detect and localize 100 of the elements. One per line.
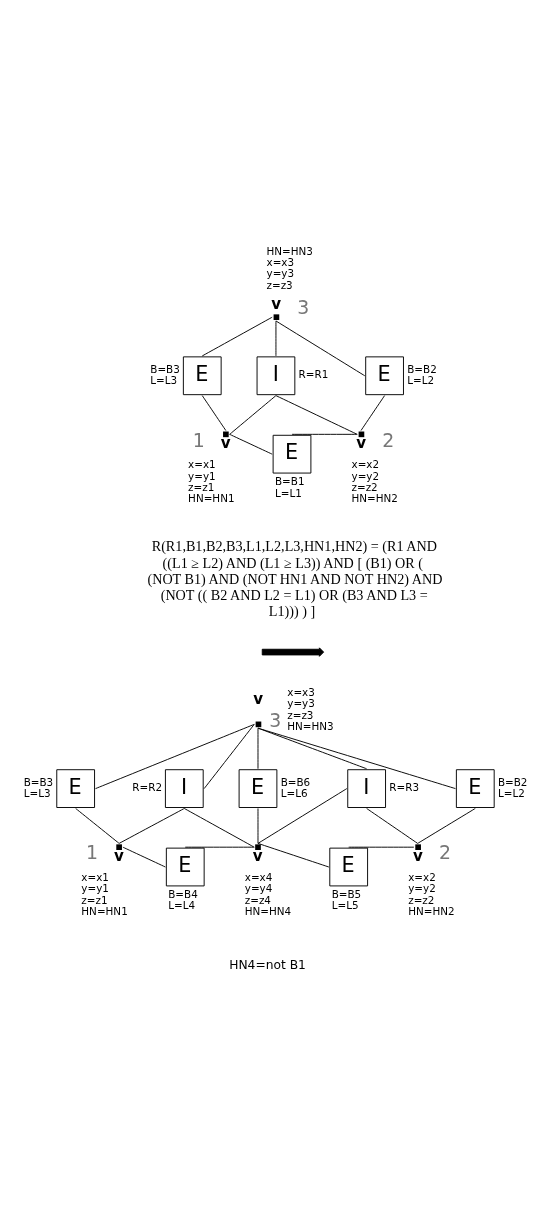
node-label: y=y3: [266, 267, 295, 280]
connector: [184, 846, 255, 848]
node-label: HN=HN1: [81, 905, 128, 918]
node-box: E: [165, 847, 205, 887]
node-label: z=z1: [81, 893, 108, 906]
node-label: 1: [192, 428, 205, 451]
node-box: [116, 844, 122, 850]
connector: [257, 808, 259, 844]
node-box: [223, 431, 229, 438]
label: R(R1,B1,B2,B3,L1,L2,L3,HN1,HN2) = (R1 AND ((L1 ≥ L2) AND (L1 ≥ L3)) AND [ (B1) OR ( (NOT B1) AND (NOT HN1 AND NOT HN2) AND (NOT (( B2 AND L2 = L1) OR (B3 AND L3 = L1))) ) ]: [147, 538, 443, 619]
node-label: L=L6: [280, 786, 308, 799]
node-label: L=L2: [407, 374, 435, 387]
node-label: L=L1: [275, 486, 302, 499]
node-label: x=x3: [287, 685, 315, 698]
node-box: [415, 844, 421, 850]
node-label: B=B4: [168, 888, 198, 901]
node-label: 3: [297, 296, 310, 319]
node-label: z=z2: [408, 893, 435, 906]
node-label: B=B2: [407, 362, 437, 375]
node-label: y=y3: [287, 697, 315, 710]
node-label: x=x4: [244, 871, 273, 883]
node-label: z=z2: [351, 480, 378, 493]
connector: [203, 723, 255, 790]
node-label: y=y2: [351, 469, 380, 482]
node-box: E: [238, 769, 278, 808]
node-label: y=y4: [244, 882, 273, 895]
connector: [257, 727, 368, 770]
node-label: v: [271, 294, 282, 313]
node-box: E: [182, 356, 222, 396]
connector: [95, 723, 255, 790]
connector: [257, 842, 330, 868]
connector: [201, 316, 273, 357]
connector: [257, 727, 456, 790]
node-label: v: [113, 847, 124, 866]
connector: [229, 395, 277, 435]
connector: [257, 727, 259, 770]
node-label: HN=HN3: [287, 719, 334, 732]
node-label: y=y1: [188, 469, 216, 482]
node-label: L=L5: [331, 899, 359, 912]
node-label: R=R2: [132, 781, 163, 794]
node-box: E: [455, 769, 495, 808]
node-label: L=L4: [168, 899, 196, 912]
node-label: R=R1: [298, 368, 329, 381]
node-label: B=B2: [497, 775, 528, 788]
connector: [229, 433, 273, 455]
node-label: x=x3: [266, 255, 295, 268]
connector: [275, 320, 277, 357]
node-label: x=x2: [408, 871, 436, 883]
node-box: [273, 314, 280, 321]
node-label: L=L2: [497, 786, 525, 799]
connector: [183, 808, 255, 848]
node-box: E: [365, 356, 404, 396]
node-box: [255, 721, 262, 728]
node-label: 2: [438, 841, 451, 864]
node-label: HN=HN1: [188, 492, 235, 505]
node-box: [255, 844, 261, 850]
node-label: B=B5: [331, 888, 362, 901]
node-label: v: [252, 847, 263, 866]
connector: [275, 395, 358, 435]
connector: [122, 846, 166, 868]
node-label: v: [220, 434, 231, 453]
connector: [348, 846, 415, 848]
node-box: I: [164, 769, 204, 808]
node-label: B=B3: [150, 362, 180, 375]
connector: [201, 395, 227, 432]
node-label: HN=HN3: [266, 244, 313, 257]
node-box: I: [256, 356, 296, 396]
node-label: L=L3: [23, 786, 51, 799]
node-label: x=x1: [188, 458, 216, 471]
node-label: 2: [382, 428, 395, 451]
node-label: z=z3: [266, 278, 293, 291]
connector: [366, 808, 419, 844]
label: HN4=not B1: [229, 958, 306, 973]
node-label: 3: [269, 709, 282, 732]
node-label: z=z3: [287, 708, 314, 721]
node-label: B=B3: [23, 775, 54, 788]
node-box: E: [272, 434, 312, 474]
node-label: x=x2: [351, 458, 380, 471]
node-box: I: [347, 769, 386, 808]
node-label: v: [253, 690, 264, 709]
node-box: E: [56, 769, 96, 808]
node-label: R=R3: [389, 781, 420, 794]
node-arrow: [261, 647, 325, 657]
node-label: 1: [86, 841, 99, 864]
node-label: HN=HN4: [244, 905, 292, 918]
node-label: L=L3: [150, 374, 178, 387]
node-label: B=B1: [275, 475, 305, 488]
node-label: z=z4: [244, 893, 271, 906]
node-label: z=z1: [188, 480, 215, 493]
node-label: HN=HN2: [408, 905, 455, 918]
node-label: B=B6: [280, 775, 311, 788]
node-label: y=y2: [408, 882, 436, 895]
node-box: [358, 431, 365, 438]
connector: [275, 320, 366, 377]
connector: [257, 788, 348, 844]
connector: [118, 808, 185, 844]
connector: [291, 433, 358, 435]
connector: [75, 808, 120, 844]
node-box: E: [329, 847, 369, 887]
node-label: y=y1: [81, 882, 109, 895]
